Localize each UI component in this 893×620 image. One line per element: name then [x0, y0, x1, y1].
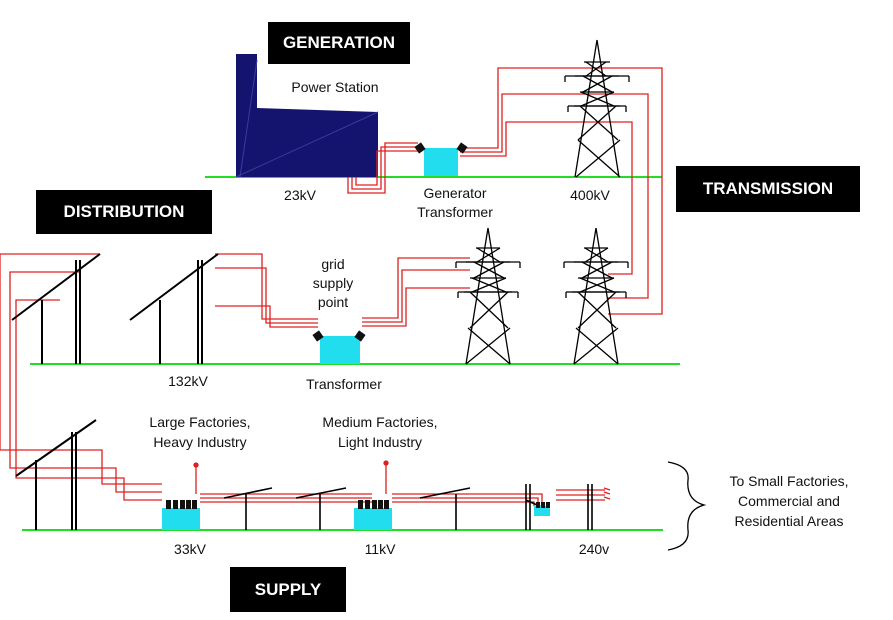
transmission-tag: TRANSMISSION [676, 166, 860, 212]
distribution-tag: DISTRIBUTION [36, 190, 212, 234]
small-factories-label-1: To Small Factories, [729, 473, 849, 489]
power-station [235, 54, 379, 178]
pylon-400kv [564, 39, 630, 178]
generation-tag: GENERATION [268, 22, 410, 64]
grid-supply-point-label-2: supply [312, 275, 354, 291]
large-factories-label-1: Large Factories, [149, 414, 251, 430]
transmission-wires [0, 67, 663, 506]
medium-factories-label-2: Light Industry [337, 434, 423, 450]
grid-supply-point-label-3: point [317, 294, 349, 310]
generator-transformer-label-2: Transformer [417, 204, 493, 220]
power-station-label: Power Station [291, 79, 379, 95]
small-factories-label-2: Commercial and [738, 493, 840, 509]
factory-feed-arrows [193, 460, 611, 500]
small-factories-label-3: Residential Areas [734, 513, 844, 529]
voltage-23kv-label: 23kV [284, 187, 316, 203]
grid-supply-point-label-1: grid [321, 256, 345, 272]
transformers [162, 148, 550, 530]
curly-brace [667, 461, 707, 551]
pylon-grid-right [563, 227, 629, 365]
voltage-132kv-label: 132kV [168, 373, 208, 389]
low-voltage-poles [223, 484, 593, 530]
large-factories-label-2: Heavy Industry [153, 434, 247, 450]
supply-tag: SUPPLY [230, 567, 346, 612]
transformer-bushings [166, 142, 550, 509]
medium-factories-label-1: Medium Factories, [322, 414, 438, 430]
voltage-33kv-label: 33kV [174, 541, 206, 557]
transformer-label: Transformer [306, 376, 382, 392]
voltage-240v-label: 240v [578, 541, 610, 557]
generator-transformer-label-1: Generator [423, 185, 487, 201]
pylons [455, 39, 630, 365]
voltage-400kv-label: 400kV [570, 187, 610, 203]
pylon-grid-left [455, 227, 521, 365]
distribution-poles [11, 253, 219, 530]
voltage-11kv-label: 11kV [364, 541, 396, 557]
